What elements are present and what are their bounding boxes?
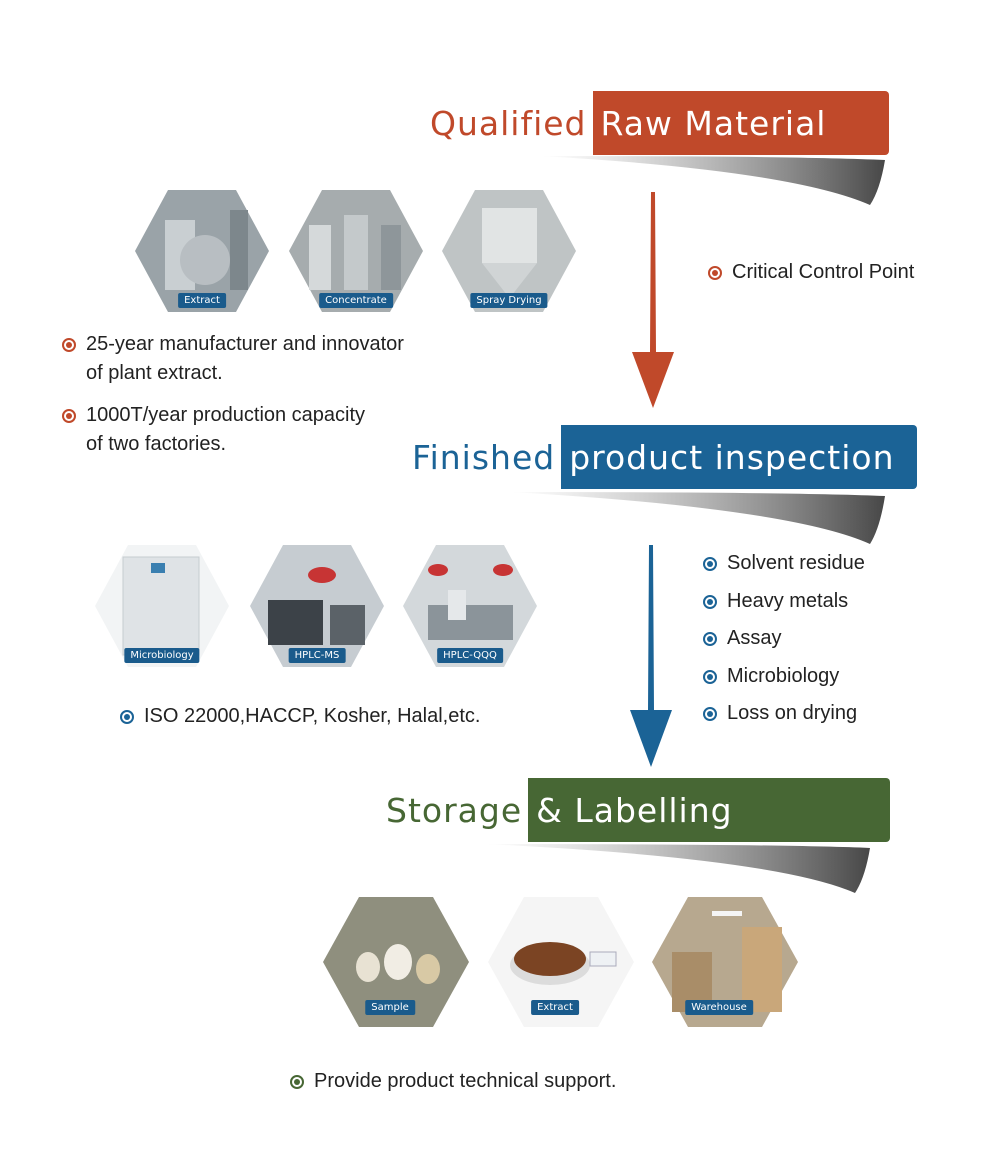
bullet-icon [62, 338, 76, 352]
bullet-test: Heavy metals [703, 587, 848, 616]
photo-concentrate: Concentrate [289, 190, 423, 312]
header-word: Storage [386, 790, 523, 830]
down-arrow [630, 545, 672, 767]
photo-caption: Microbiology [124, 648, 200, 663]
bullet-iso: ISO 22000,HACCP, Kosher, Halal,etc. [120, 702, 480, 731]
photo-sample: Sample [323, 897, 469, 1027]
header-box: & Labelling [528, 778, 891, 842]
bullet-icon [120, 710, 134, 724]
bullet-icon [703, 670, 717, 684]
bullet-text-line1: 1000T/year production capacity [86, 404, 366, 426]
photo-hplc-qqq: HPLC-QQQ [403, 545, 537, 667]
bullet-icon [703, 557, 717, 571]
photo-hplc-ms: HPLC-MS [250, 545, 384, 667]
photo-spray-drying: Spray Drying [442, 190, 576, 312]
photo-caption: Warehouse [685, 1000, 753, 1015]
photo-warehouse: Warehouse [652, 897, 798, 1027]
bullet-text: Provide product technical support. [314, 1070, 617, 1092]
photo-caption: HPLC-MS [288, 648, 346, 663]
bullet-manufacturer: 25-year manufacturer and innovator of pl… [62, 330, 404, 388]
header-box: Raw Material [592, 91, 889, 155]
photo-microbiology: Microbiology [95, 545, 229, 667]
photo-caption: Spray Drying [470, 293, 548, 308]
bullet-text-line2: of two factories. [86, 433, 227, 455]
bullet-icon [703, 707, 717, 721]
bullet-critical-control-point: Critical Control Point [708, 258, 914, 287]
bullet-support: Provide product technical support. [290, 1067, 616, 1096]
photo-extract: Extract [135, 190, 269, 312]
section-header-raw-material: Qualified Raw Material [430, 90, 889, 156]
bullet-test: Solvent residue [703, 549, 865, 578]
bullet-icon [62, 409, 76, 423]
photo-caption: Extract [178, 293, 226, 308]
photo-extract-powder: Extract [488, 897, 634, 1027]
bullet-text: ISO 22000,HACCP, Kosher, Halal,etc. [144, 705, 481, 727]
section-header-storage: Storage & Labelling [386, 777, 891, 843]
bullet-text-line2: of plant extract. [86, 362, 223, 384]
bullet-icon [703, 595, 717, 609]
header-shadow [485, 844, 870, 893]
bullet-text-line1: 25-year manufacturer and innovator [86, 333, 404, 355]
bullet-text: Critical Control Point [732, 261, 915, 283]
bullet-text: Solvent residue [727, 552, 865, 574]
bullet-text: Assay [727, 627, 782, 649]
bullet-text: Microbiology [727, 665, 840, 687]
photo-caption: Concentrate [319, 293, 393, 308]
bullet-icon [290, 1075, 304, 1089]
bullet-test: Microbiology [703, 662, 839, 691]
header-shadow [540, 156, 885, 205]
header-shadow [510, 492, 885, 544]
photo-caption: Sample [365, 1000, 415, 1015]
header-word: Finished [412, 437, 556, 477]
bullet-icon [703, 632, 717, 646]
header-word: Qualified [430, 103, 587, 143]
header-box: product inspection [561, 425, 918, 489]
bullet-test: Loss on drying [703, 699, 857, 728]
bullet-icon [708, 266, 722, 280]
bullet-text: Loss on drying [727, 702, 858, 724]
section-header-finished-product: Finished product inspection [412, 424, 918, 490]
bullet-capacity: 1000T/year production capacity of two fa… [62, 401, 365, 459]
bullet-test: Assay [703, 624, 781, 653]
down-arrow [632, 192, 674, 408]
bullet-text: Heavy metals [727, 590, 849, 612]
photo-caption: Extract [531, 1000, 579, 1015]
photo-caption: HPLC-QQQ [437, 648, 503, 663]
